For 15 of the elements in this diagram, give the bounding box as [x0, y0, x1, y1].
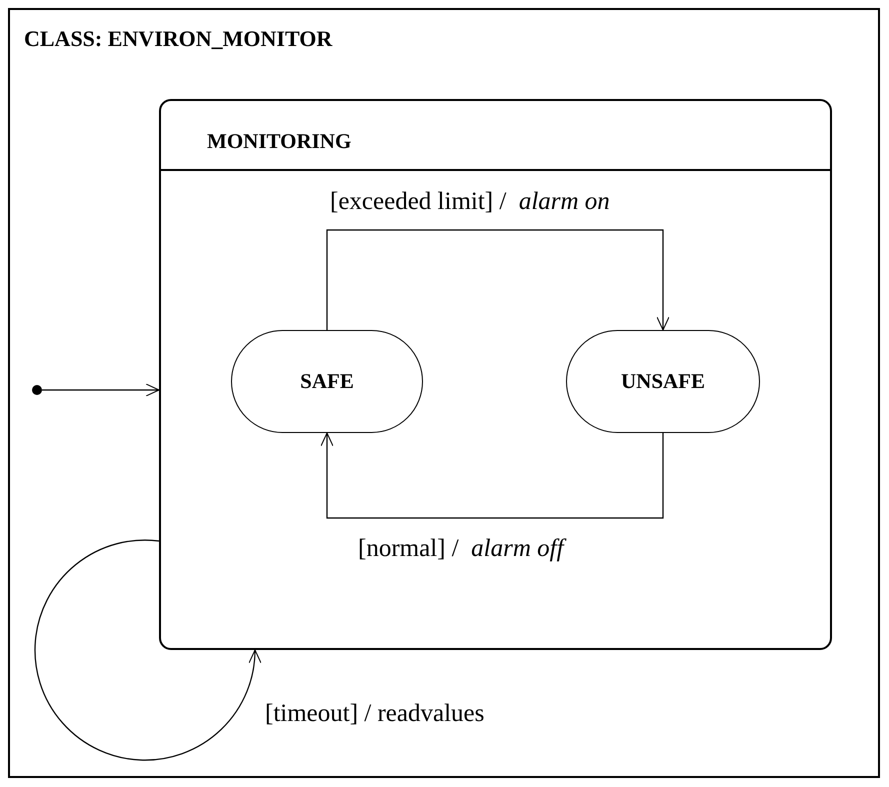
frame-title: CLASS: ENVIRON_MONITOR: [24, 25, 332, 53]
transition-arrow: [326, 229, 670, 330]
edge-label: [normal] / alarm off: [358, 530, 564, 568]
state-box: [566, 330, 760, 433]
transition-arrow: [42, 384, 160, 396]
edge-label: [timeout] / readvalues: [265, 699, 484, 729]
state-box: [231, 330, 423, 433]
state-title: MONITORING: [207, 128, 352, 155]
composite-state: [159, 99, 832, 650]
transition-arrow: [34, 540, 261, 761]
class-frame: [8, 8, 880, 778]
transition-arrow: [320, 432, 664, 519]
state-name: SAFE: [300, 368, 354, 395]
state-name: UNSAFE: [620, 368, 705, 395]
edge-label: [exceeded limit] / alarm on: [330, 187, 610, 217]
